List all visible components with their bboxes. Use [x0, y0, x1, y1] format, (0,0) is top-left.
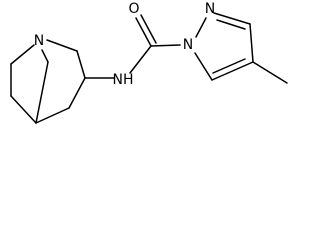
atom-label-n-pyrazole-1: N: [183, 37, 193, 53]
bond-c4-bridgehead: [35, 107, 70, 124]
bond-ch2-c3: [76, 50, 86, 79]
atom-label-o-carbonyl: O: [128, 1, 139, 17]
bond-carbonyl-o-outer: [135, 17, 152, 47]
bond-n2-c3-double: [216, 19, 246, 30]
atom-label-nh-amide: NH: [113, 72, 134, 88]
bond-c-middle-bridgehead: [35, 61, 49, 124]
amide-linker: [84, 14, 181, 79]
bond-n1-n2: [195, 17, 207, 38]
bond-n-c-top-left: [10, 44, 35, 65]
chemical-structure-diagram: N O NH N N: [10, 1, 288, 124]
bond-carbonyl-n1: [150, 44, 181, 47]
atom-label-n-bridgehead: N: [34, 33, 44, 49]
bond-c5-n1: [194, 52, 213, 81]
bond-c4-methyl: [252, 61, 288, 84]
bond-c-bottom-left: [10, 95, 37, 124]
bond-c3-c4: [68, 77, 86, 109]
atom-labels: N O NH N N: [34, 1, 215, 88]
bond-n-c-middle: [41, 49, 49, 63]
bond-nh-carbonyl: [129, 45, 152, 74]
bond-c3-c4: [249, 23, 254, 63]
bond-n-ch2-right: [46, 39, 78, 52]
pyrazole-ring: [194, 12, 288, 84]
bond-n2-c3: [213, 12, 251, 25]
bond-carbonyl-o-inner: [140, 14, 157, 44]
bond-c4-c5-double: [212, 58, 246, 74]
quinuclidine-cage: [10, 39, 86, 124]
bond-c4-c5: [211, 61, 254, 81]
atom-label-n-pyrazole-2: N: [205, 1, 215, 17]
